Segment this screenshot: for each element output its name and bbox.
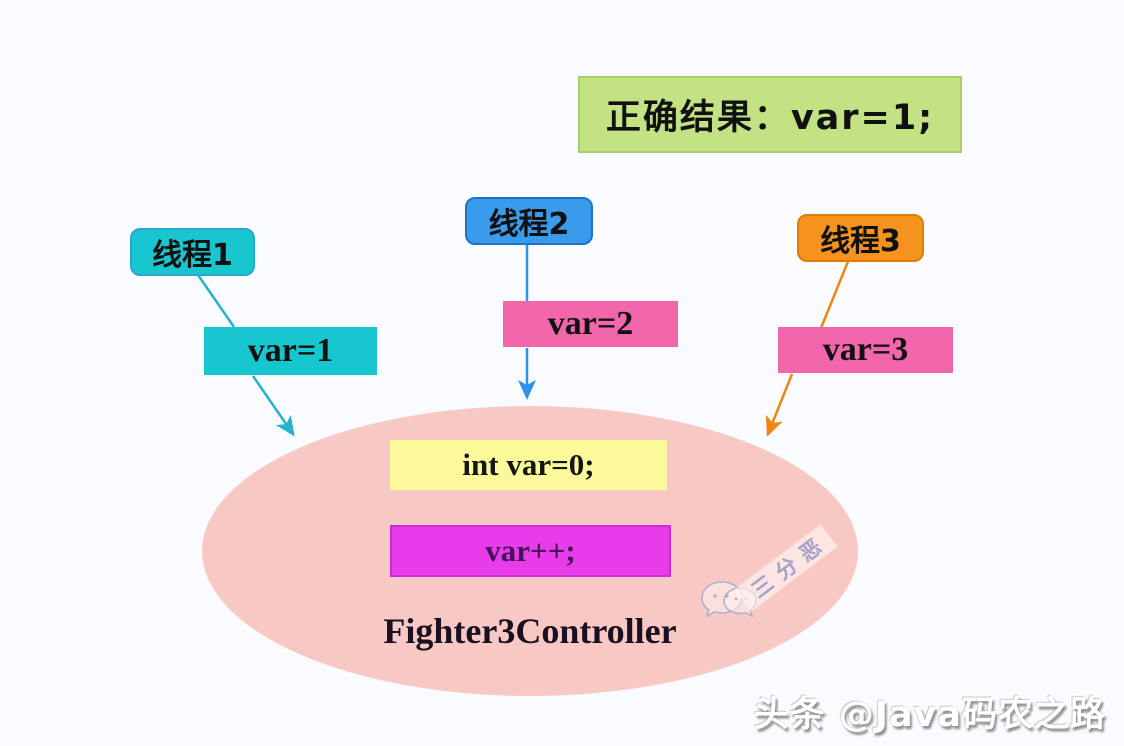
thread-1-box: 线程1: [130, 228, 255, 276]
thread-1-arrow: [251, 375, 295, 437]
thread-1-value-box: var=1: [204, 327, 377, 375]
statement-increment-box: var++;: [390, 525, 671, 577]
thread-1-value: var=1: [247, 332, 334, 369]
correct-result-label: 正确结果：var=1;: [605, 98, 935, 138]
thread-1-connector-line: [194, 271, 236, 328]
statement-init-box: int var=0;: [390, 440, 667, 490]
controller-name: Fighter3Controller: [383, 611, 677, 651]
statement-increment-label: var++;: [485, 533, 576, 568]
wechat-watermark-name: 三分恶: [734, 524, 838, 612]
toutiao-watermark: 头条 @Java码农之路: [753, 695, 1106, 735]
thread-3-value-box: var=3: [778, 327, 953, 373]
thread-3-arrow: [765, 373, 794, 437]
thread-2-box: 线程2: [465, 197, 593, 245]
thread-3-box: 线程3: [797, 214, 924, 262]
statement-init-label: int var=0;: [462, 447, 595, 482]
thread-2-label: 线程2: [488, 207, 570, 242]
wechat-watermark: 三分恶: [696, 524, 846, 632]
thread-2-value: var=2: [547, 305, 634, 342]
thread-3-value: var=3: [822, 331, 909, 368]
thread-1-label: 线程1: [152, 238, 233, 273]
thread-3-label: 线程3: [820, 224, 901, 259]
thread-2-value-box: var=2: [503, 301, 678, 347]
correct-result-box: 正确结果：var=1;: [578, 76, 962, 153]
thread-3-connector-line: [819, 258, 851, 329]
